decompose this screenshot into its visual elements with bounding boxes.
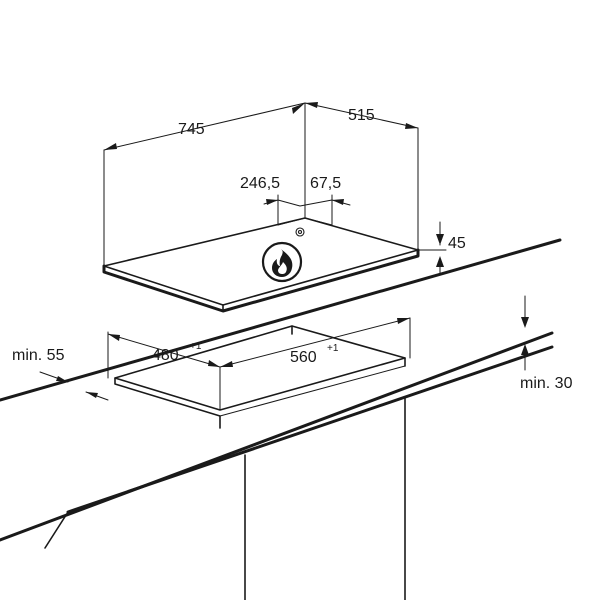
flame-icon [261,241,303,283]
dimension-min-30 [521,295,529,371]
label-height-45: 45 [448,235,466,252]
label-offset-67-5: 67,5 [310,175,341,192]
dimension-45 [417,221,447,274]
dimension-515 [304,102,419,251]
label-offset-246-5: 246,5 [240,175,280,192]
countertop [0,238,562,600]
label-depth-515: 515 [348,107,375,124]
label-cutout-560-tolerance: +1 [327,343,339,354]
dimension-480 [107,331,221,379]
dimension-burner-offset [263,194,351,226]
label-cutout-560: 560 [290,349,317,366]
label-min-30: min. 30 [520,375,573,392]
label-cutout-480: 480 [152,347,179,364]
label-min-55: min. 55 [12,347,65,364]
dimension-560 [219,317,411,411]
dimension-745 [103,102,306,267]
hob-top-view [102,217,420,313]
label-width-745: 745 [178,121,205,138]
dimension-min-55 [39,371,109,401]
label-cutout-480-tolerance: +1 [190,341,202,352]
cutout [114,325,406,429]
